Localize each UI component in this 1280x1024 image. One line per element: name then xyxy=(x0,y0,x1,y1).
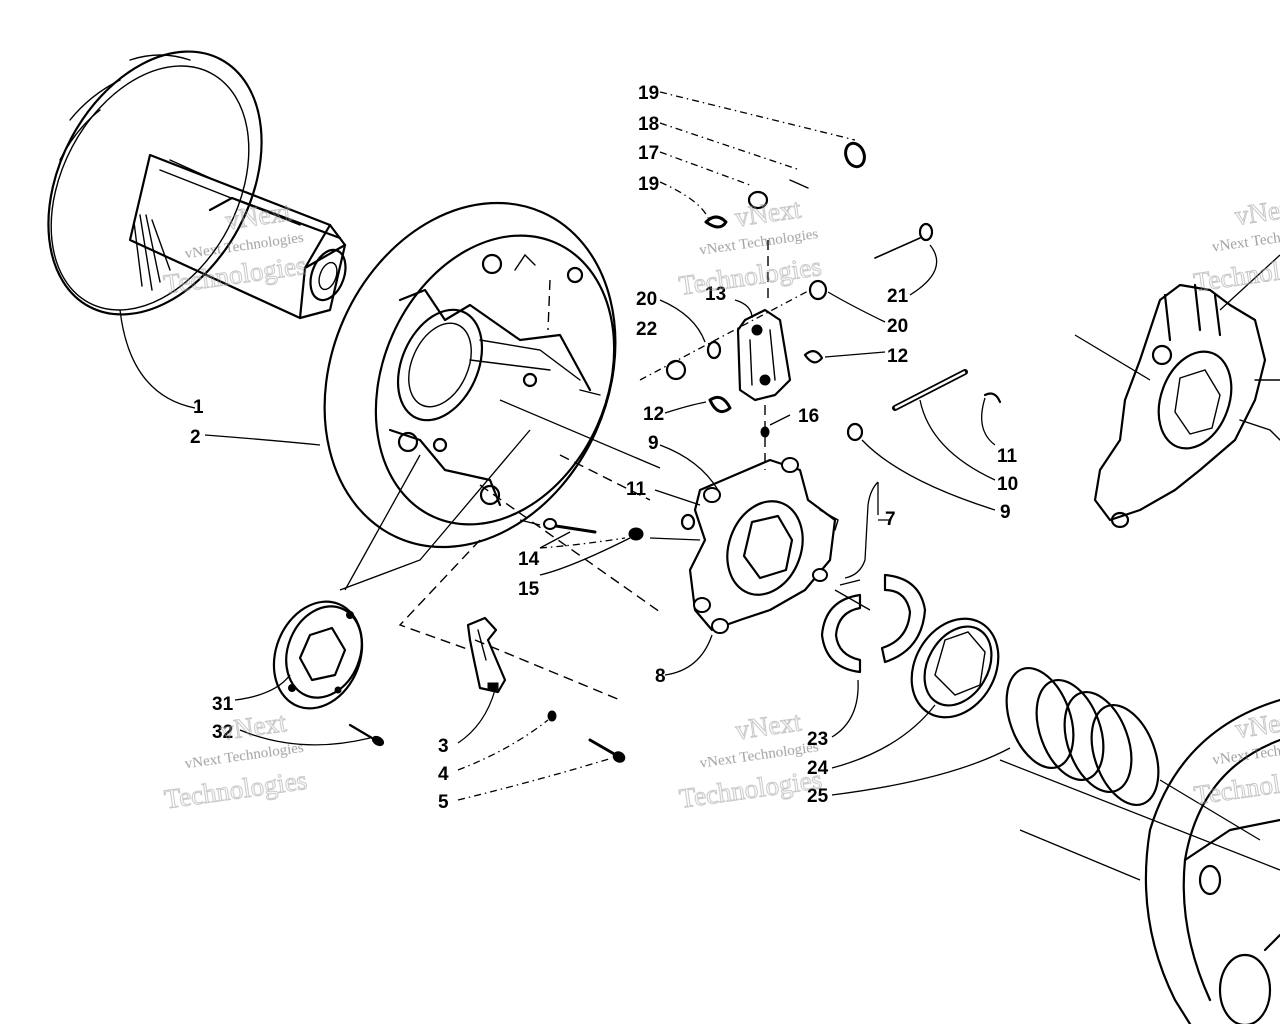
part-15-nut xyxy=(628,527,644,541)
watermark-1: vNext vNext Technologies Technologies xyxy=(161,196,308,300)
part-12-clip-lower xyxy=(708,395,732,414)
watermark-word2: Technologies xyxy=(162,250,308,300)
watermark-4: vNext vNext Technologies Technologies xyxy=(162,707,309,815)
part-32-screw xyxy=(348,723,385,747)
callout-12-right: 12 xyxy=(887,346,908,367)
callout-11-right: 11 xyxy=(997,446,1018,467)
callout-4: 4 xyxy=(438,764,449,785)
assembled-clutch-partial xyxy=(1074,254,1280,529)
part-8-spider-hub xyxy=(688,457,839,634)
part-19-clip xyxy=(704,215,728,229)
callout-9-left: 9 xyxy=(648,433,659,454)
callout-13: 13 xyxy=(705,284,726,305)
watermark-3: vNext vNext Technologies Technologies xyxy=(1191,192,1280,298)
part-31-cover-plate xyxy=(272,600,364,710)
part-2-drive-housing xyxy=(323,201,617,549)
callout-22: 22 xyxy=(636,319,657,340)
callout-19-mid: 19 xyxy=(638,174,659,195)
part-12-clip-upper xyxy=(803,350,824,364)
callout-23: 23 xyxy=(807,729,828,750)
part-3-lever xyxy=(466,616,507,694)
watermark-word2: Technologies xyxy=(677,251,823,301)
watermark-word2: Technologies xyxy=(677,764,823,814)
callout-31: 31 xyxy=(212,694,234,715)
part-20-washer-right xyxy=(808,279,828,301)
callout-18: 18 xyxy=(638,114,659,135)
leader-lines xyxy=(119,91,1280,871)
watermark-6: vNext vNext Technologies Technologies xyxy=(1192,705,1280,811)
part-11-clip-right xyxy=(983,392,1002,404)
callout-20-right: 20 xyxy=(887,316,908,337)
callout-12-left: 12 xyxy=(643,404,664,425)
part-24-bushing xyxy=(910,617,1000,719)
callout-24: 24 xyxy=(807,758,829,779)
callout-7: 7 xyxy=(885,509,896,530)
watermark-word1: vNext xyxy=(733,706,803,745)
callout-8: 8 xyxy=(655,666,666,687)
callout-3: 3 xyxy=(438,736,449,757)
watermark-5: vNext vNext Technologies Technologies xyxy=(677,706,824,814)
part-9-roller-right xyxy=(846,422,864,442)
callout-15: 15 xyxy=(518,579,540,600)
part-25-spring xyxy=(1005,666,1160,807)
callout-17: 17 xyxy=(638,143,659,164)
part-23-split-rings xyxy=(820,573,927,674)
part-4-bushing xyxy=(547,710,557,722)
callout-5: 5 xyxy=(438,792,449,813)
watermark-word2: Technologies xyxy=(1192,248,1280,298)
callout-1: 1 xyxy=(193,397,204,418)
part-22-nut xyxy=(665,359,687,381)
watermark-word1: vNext xyxy=(1233,192,1280,231)
part-18-washer xyxy=(844,141,866,169)
callout-21: 21 xyxy=(887,286,909,307)
part-1-sheave-disk xyxy=(47,50,347,320)
watermark-word1: vNext xyxy=(223,196,293,235)
watermark-word1: vNext xyxy=(1233,705,1280,744)
callout-25: 25 xyxy=(807,786,829,807)
callout-14: 14 xyxy=(518,549,540,570)
watermark-word2: Technologies xyxy=(1192,761,1280,811)
callout-labels: 19 18 17 19 21 20 13 20 22 12 12 16 9 11… xyxy=(190,83,1018,813)
fixed-sheave-partial xyxy=(1019,698,1280,1024)
callout-20-left: 20 xyxy=(636,289,657,310)
callout-9-right: 9 xyxy=(1000,502,1011,523)
part-20-washer-left xyxy=(706,340,722,360)
part-21-roller xyxy=(874,222,934,259)
watermark-2: vNext vNext Technologies Technologies xyxy=(677,193,824,301)
part-14-bolt xyxy=(543,518,597,534)
callout-2: 2 xyxy=(190,427,201,448)
callout-10: 10 xyxy=(997,474,1018,495)
watermark-word2: Technologies xyxy=(163,765,309,815)
part-11-clip-left xyxy=(680,513,696,531)
part-13-link-plate xyxy=(736,308,792,402)
part-17-pin xyxy=(747,179,809,210)
callout-11-left: 11 xyxy=(626,479,647,500)
watermark-word1: vNext xyxy=(733,193,803,232)
callout-32: 32 xyxy=(212,722,233,743)
callout-16: 16 xyxy=(798,406,819,427)
callout-19-top: 19 xyxy=(638,83,659,104)
part-5-bolt xyxy=(588,738,626,763)
part-10-pin xyxy=(892,369,968,411)
